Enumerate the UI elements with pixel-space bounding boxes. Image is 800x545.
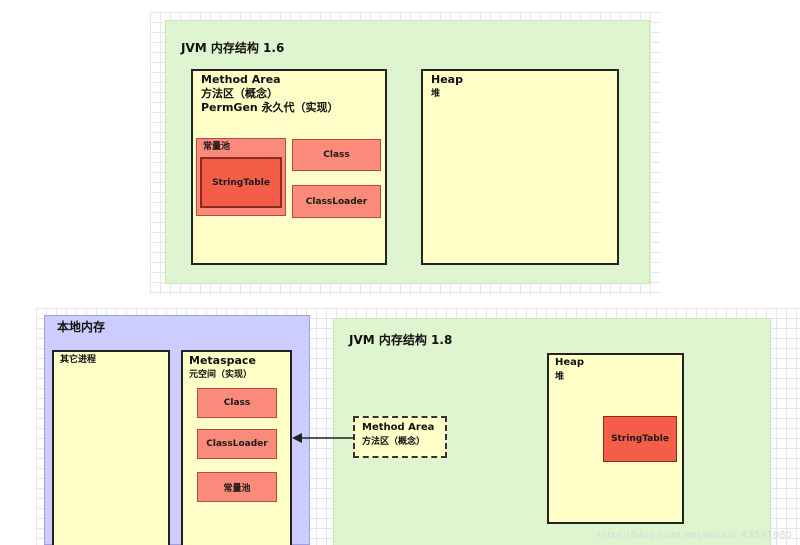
jvm16-title: JVM 内存结构 1.6 [181,41,285,55]
jvm16-heap-line1: Heap [431,73,463,86]
jvm16-heap-line2: 堆 [431,89,441,99]
metaspace-constant-pool: 常量池 [197,472,277,502]
jvm16-constant-pool-label: 常量池 [203,142,231,152]
jvm16-string-table: StringTable [200,157,282,208]
jvm16-class: Class [292,139,381,171]
metaspace-classloader: ClassLoader [197,429,277,459]
native-memory-title: 本地内存 [57,320,106,334]
metaspace-line1: Metaspace [189,354,256,367]
metaspace-class: Class [197,388,277,418]
jvm18-heap-line1: Heap [555,357,585,368]
jvm16-classloader: ClassLoader [292,185,381,218]
jvm18-method-area: Method Area 方法区（概念） [353,416,447,458]
metaspace-line2: 元空间（实现） [189,370,253,380]
jvm18-string-table: StringTable [603,416,677,462]
jvm16-heap: Heap 堆 [421,69,619,265]
other-process-label: 其它进程 [60,355,97,365]
other-process-box: 其它进程 [52,350,170,545]
jvm16-method-area-line1: Method Area [201,73,281,86]
watermark: https://blog.csdn.net/weixin_43591980 [596,530,792,541]
jvm16-method-area-line2: 方法区（概念） [201,87,278,100]
jvm18-method-area-line2: 方法区（概念） [362,437,426,447]
jvm18-title: JVM 内存结构 1.8 [349,333,453,347]
jvm18-heap-line2: 堆 [555,372,565,382]
jvm16-method-area-line3: PermGen 永久代（实现） [201,101,339,114]
method-area-arrow [292,433,354,443]
jvm18-method-area-line1: Method Area [362,422,435,433]
